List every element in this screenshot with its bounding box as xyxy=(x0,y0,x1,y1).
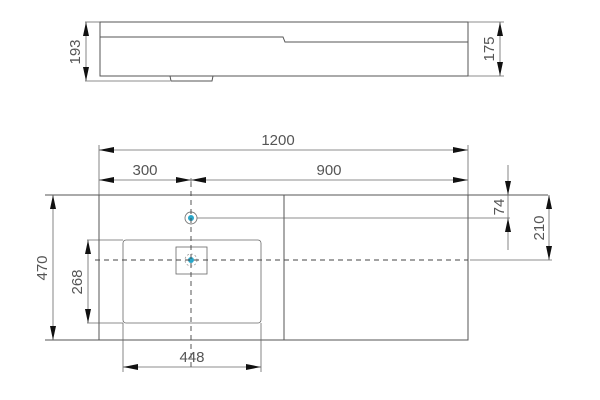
dim-overall-depth: 470 xyxy=(34,255,51,280)
side-view-top-surface xyxy=(100,36,468,43)
side-view-outlet xyxy=(169,75,214,82)
drain-icon xyxy=(188,257,194,263)
dim-drain-from-back: 210 xyxy=(531,215,548,240)
counter-outline xyxy=(98,194,469,341)
dim-basin-width: 448 xyxy=(179,349,204,366)
dim-tap-to-right: 900 xyxy=(316,162,341,179)
dim-tap-from-back: 74 xyxy=(491,199,508,216)
dim-side-right-height: 175 xyxy=(481,36,498,61)
dim-basin-depth: 268 xyxy=(69,269,86,294)
side-view: 193 175 xyxy=(67,21,504,82)
dim-overall-width: 1200 xyxy=(261,132,294,149)
dim-left-to-tap: 300 xyxy=(132,162,157,179)
plan-view: 1200 300 900 74 210 470 268 xyxy=(34,132,552,372)
basin-bowl xyxy=(122,239,262,324)
drain-box xyxy=(175,246,208,275)
side-view-outline xyxy=(99,21,469,77)
dim-side-left-height: 193 xyxy=(67,39,84,64)
